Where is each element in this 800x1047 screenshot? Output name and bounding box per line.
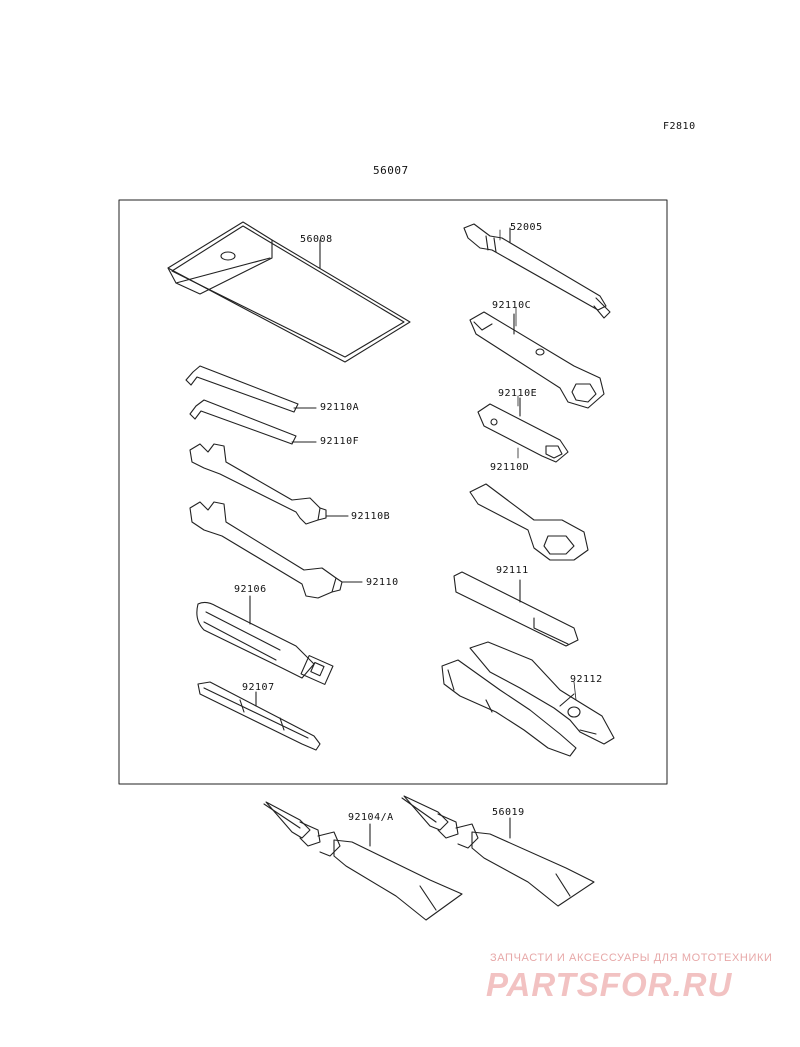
box-wrench-c-drawing bbox=[469, 311, 605, 409]
box-wrench-e-drawing bbox=[477, 397, 569, 463]
label-screwdriver: 92107 bbox=[242, 682, 275, 693]
handle-drawing bbox=[196, 595, 334, 685]
label-wrench: 92110 bbox=[366, 577, 399, 588]
label-handle: 92106 bbox=[234, 584, 267, 595]
leader-lines bbox=[499, 229, 577, 701]
kit-frame bbox=[118, 199, 668, 785]
grease-tube-b-drawing bbox=[401, 795, 595, 907]
extension-bar-drawing bbox=[463, 223, 611, 319]
label-grease-a: 92104/A bbox=[348, 812, 394, 823]
label-bag: 56008 bbox=[300, 234, 333, 245]
wrench-drawing bbox=[189, 501, 363, 599]
label-extension: 52005 bbox=[510, 222, 543, 233]
label-wrench-b: 92110B bbox=[351, 511, 391, 522]
label-box-wrench-e: 92110E bbox=[498, 388, 538, 399]
pliers-drawing bbox=[441, 641, 615, 757]
grease-tube-a-drawing bbox=[263, 801, 463, 921]
tool-bag-drawing bbox=[167, 221, 411, 363]
label-hex-key-a: 92110A bbox=[320, 402, 360, 413]
kit-part-number: 56007 bbox=[373, 164, 409, 177]
figure-code: F2810 bbox=[663, 121, 696, 132]
label-hex-key-f: 92110F bbox=[320, 436, 360, 447]
bar-drawing bbox=[453, 571, 579, 647]
wrench-b-drawing bbox=[189, 443, 349, 525]
ring-wrench-drawing bbox=[469, 483, 589, 561]
label-pliers: 92112 bbox=[570, 674, 603, 685]
watermark-logo: PARTSFOR.RU bbox=[486, 966, 733, 1003]
screwdriver-drawing bbox=[197, 681, 321, 751]
label-grease-b: 56019 bbox=[492, 807, 525, 818]
label-box-wrench-d: 92110D bbox=[490, 462, 530, 473]
label-box-wrench-c: 92110C bbox=[492, 300, 532, 311]
hex-key-a-drawing bbox=[185, 365, 317, 413]
watermark-tagline: ЗАПЧАСТИ И АКСЕССУАРЫ ДЛЯ МОТОТЕХНИКИ bbox=[490, 952, 773, 964]
hex-key-f-drawing bbox=[189, 399, 317, 445]
label-ring-wrench: 92111 bbox=[496, 565, 529, 576]
